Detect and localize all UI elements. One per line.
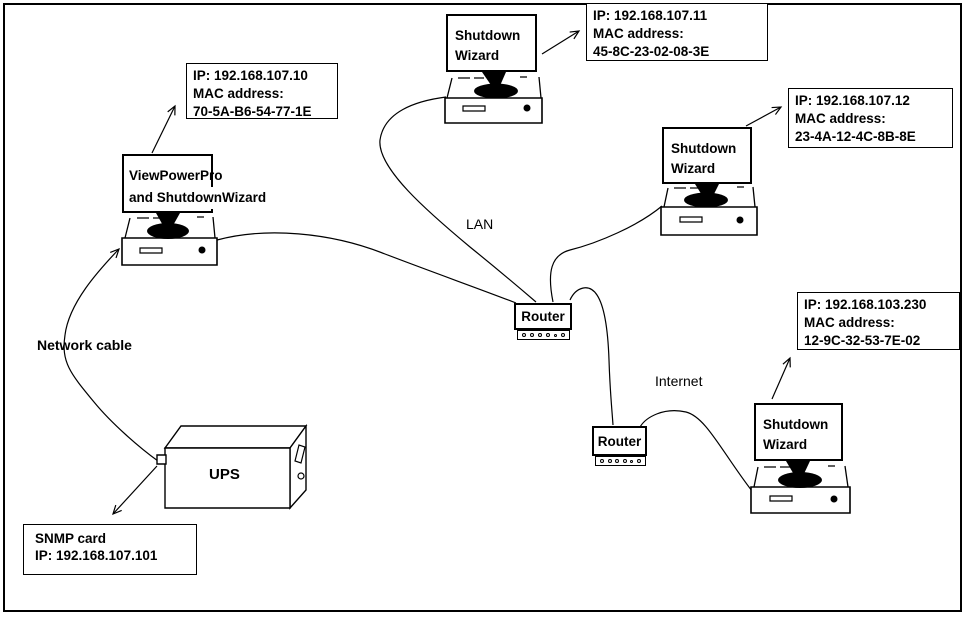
- info-line: MAC address:: [193, 86, 284, 101]
- monitor-viewpowerpro: ViewPowerPro and ShutdownWizard: [122, 154, 269, 213]
- info-line: SNMP card: [35, 531, 107, 546]
- info-line: IP: 192.168.107.101: [35, 548, 158, 563]
- info-line: 12-9C-32-53-7E-02: [804, 333, 921, 348]
- monitor-label: Wizard: [763, 437, 808, 452]
- info-box-shutdown-bottom: IP: 192.168.103.230 MAC address: 12-9C-3…: [797, 292, 960, 350]
- router-port-led: [630, 459, 634, 463]
- case-perspective-lines: [754, 466, 848, 487]
- monitor-label: Shutdown: [455, 28, 521, 43]
- router-port-led: [622, 459, 627, 463]
- monitor-stand: [156, 213, 180, 229]
- info-box-shutdown-right: IP: 192.168.107.12 MAC address: 23-4A-12…: [788, 88, 953, 148]
- router-port-led: [636, 459, 641, 463]
- callout-arrow-shutdown-top: [542, 31, 579, 54]
- ups-front-face: [165, 448, 290, 508]
- ups-top-face: [165, 426, 306, 448]
- lan-cable-viewpowerpro-to-router: [217, 233, 516, 303]
- monitor-shutdown-right: Shutdown Wizard: [662, 127, 752, 184]
- info-line: 70-5A-B6-54-77-1E: [193, 104, 312, 119]
- monitor-label: Shutdown: [671, 141, 737, 156]
- info-line: 23-4A-12-4C-8B-8E: [795, 129, 916, 144]
- snmp-slot-connector: [157, 455, 166, 464]
- ups-label: UPS: [209, 466, 240, 483]
- power-button: [198, 246, 206, 254]
- case-perspective-lines: [125, 217, 215, 238]
- power-button: [523, 104, 531, 112]
- power-button: [830, 495, 838, 503]
- monitor-shutdown-top: Shutdown Wizard: [446, 14, 537, 72]
- router-port-led: [600, 459, 604, 463]
- ups-vent: [295, 445, 305, 463]
- computer-icon-shutdown-right: [661, 184, 757, 235]
- info-line: MAC address:: [795, 111, 886, 126]
- callout-arrow-shutdown-right: [746, 107, 781, 126]
- floppy-slot: [770, 496, 792, 501]
- monitor-label: Wizard: [455, 48, 500, 63]
- router-internet-ports: [595, 456, 646, 466]
- info-box-snmp-card: SNMP card IP: 192.168.107.101: [23, 524, 197, 575]
- computer-icon-viewpowerpro: [122, 213, 217, 265]
- computer-icon-shutdown-top: [445, 72, 542, 123]
- snmp-callout-arrow: [113, 466, 157, 514]
- router-port-led: [561, 333, 565, 337]
- network-cable-ups-to-pc: [64, 249, 158, 461]
- monitor-base: [474, 83, 518, 99]
- internet-label: Internet: [655, 373, 703, 389]
- router-lan: Router: [514, 303, 572, 330]
- callout-arrow-viewpowerpro: [152, 106, 175, 153]
- info-line: IP: 192.168.107.12: [795, 93, 910, 108]
- floppy-slot: [463, 106, 485, 111]
- monitor-label: ViewPowerPro: [129, 168, 223, 183]
- router-internet: Router: [592, 426, 647, 456]
- monitor-label: Shutdown: [763, 417, 829, 432]
- network-cable-label: Network cable: [37, 337, 132, 353]
- router-port-led: [522, 333, 526, 337]
- ups-icon: [157, 426, 306, 508]
- info-box-viewpowerpro: IP: 192.168.107.10 MAC address: 70-5A-B6…: [186, 63, 338, 119]
- router-lan-ports: [517, 330, 570, 340]
- monitor-base: [778, 472, 822, 488]
- router-port-led: [615, 459, 620, 463]
- cable-router-to-bottom-pc: [640, 411, 752, 491]
- case-perspective-lines: [447, 77, 541, 98]
- router-port-led: [554, 333, 557, 337]
- power-button: [736, 216, 744, 224]
- router-port-led: [607, 459, 612, 463]
- case-perspective-lines: [664, 187, 755, 207]
- computer-icon-shutdown-bottom: [751, 461, 850, 513]
- lan-cable-top-pc-to-router: [380, 97, 536, 302]
- info-line: MAC address:: [593, 26, 684, 41]
- lan-label: LAN: [466, 216, 494, 232]
- ups-side-hole: [298, 473, 304, 479]
- floppy-slot: [680, 217, 702, 222]
- wan-link-router-to-router: [570, 288, 613, 425]
- info-line: 45-8C-23-02-08-3E: [593, 44, 710, 59]
- router-label: Router: [521, 309, 565, 324]
- monitor-base: [684, 192, 728, 208]
- diagram-border: [3, 3, 962, 612]
- router-port-led: [546, 333, 550, 337]
- info-line: IP: 192.168.107.10: [193, 68, 308, 83]
- monitor-shutdown-bottom: Shutdown Wizard: [754, 403, 843, 461]
- monitor-label: Wizard: [671, 161, 716, 176]
- floppy-slot: [140, 248, 162, 253]
- router-port-led: [538, 333, 542, 337]
- info-box-shutdown-top: IP: 192.168.107.11 MAC address: 45-8C-23…: [586, 3, 768, 61]
- monitor-base: [147, 223, 189, 239]
- monitor-label: and ShutdownWizard: [129, 187, 269, 209]
- info-line: MAC address:: [804, 315, 895, 330]
- router-port-led: [530, 333, 534, 337]
- info-line: IP: 192.168.107.11: [593, 8, 708, 23]
- info-line: IP: 192.168.103.230: [804, 297, 927, 312]
- router-label: Router: [597, 433, 642, 449]
- lan-cable-right-pc-to-router: [550, 206, 662, 302]
- callout-arrow-shutdown-bottom: [772, 358, 790, 399]
